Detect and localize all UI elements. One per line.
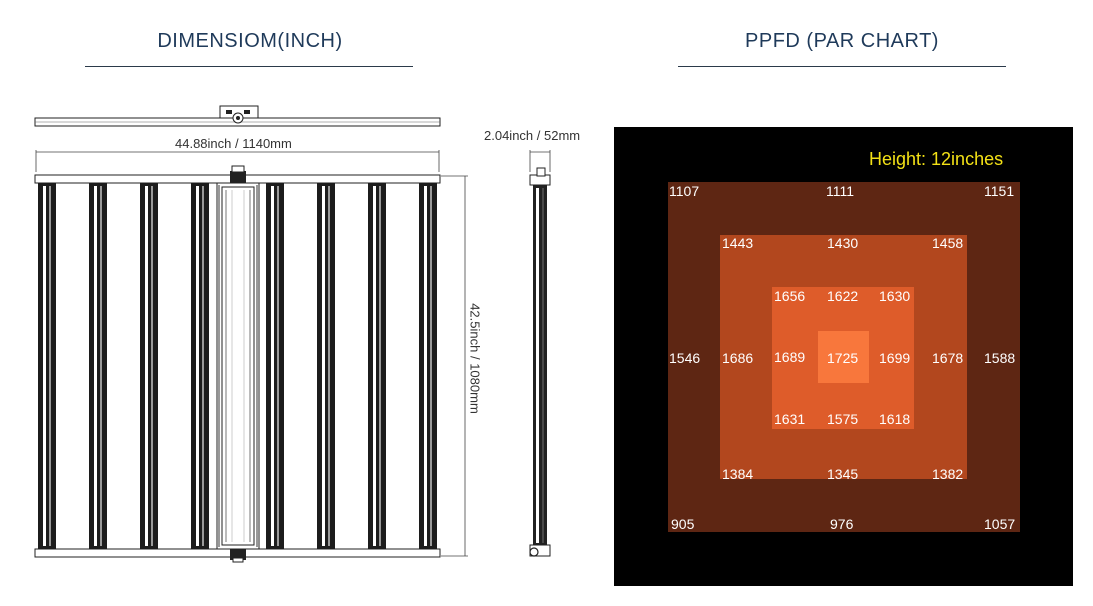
par-value: 1430	[827, 235, 859, 251]
dimension-title-underline	[85, 66, 413, 67]
ppfd-title: PPFD (PAR CHART)	[745, 30, 939, 52]
mounting-height-label: Height: 12inches	[869, 149, 1004, 169]
par-zone-center	[818, 331, 869, 383]
light-bars	[38, 183, 437, 549]
par-value: 1443	[722, 235, 754, 251]
par-value: 1622	[827, 288, 859, 304]
par-value: 1057	[984, 516, 1016, 532]
front-view-fixture	[34, 165, 441, 563]
par-value: 1384	[722, 466, 754, 482]
par-value: 976	[830, 516, 854, 532]
par-value: 1631	[774, 411, 806, 427]
width-dimension-line	[35, 150, 440, 172]
par-value: 1618	[879, 411, 911, 427]
height-dimension-line	[441, 175, 468, 557]
par-value: 1458	[932, 235, 964, 251]
par-value-center: 1725	[827, 350, 859, 366]
par-value: 1699	[879, 350, 911, 366]
par-value: 905	[671, 516, 695, 532]
par-value: 1678	[932, 350, 964, 366]
par-value: 1151	[984, 183, 1015, 199]
par-value: 1689	[774, 349, 806, 365]
light-bar	[191, 183, 209, 549]
light-bar	[317, 183, 335, 549]
light-bar	[368, 183, 386, 549]
light-bar	[89, 183, 107, 549]
par-value: 1345	[827, 466, 859, 482]
height-dimension-label: 42.5inch / 1080mm	[467, 303, 483, 414]
light-bar	[38, 183, 56, 549]
par-value: 1107	[669, 183, 700, 199]
light-bar	[266, 183, 284, 549]
top-view-bar	[34, 105, 441, 127]
width-dimension-label: 44.88inch / 1140mm	[175, 136, 292, 151]
par-value: 1546	[669, 350, 701, 366]
par-value: 1630	[879, 288, 911, 304]
depth-dimension-label: 2.04inch / 52mm	[484, 128, 581, 143]
side-view-fixture	[529, 150, 551, 557]
par-value: 1575	[827, 411, 859, 427]
light-bar	[419, 183, 437, 549]
par-value: 1382	[932, 466, 964, 482]
par-value: 1588	[984, 350, 1016, 366]
par-value: 1111	[826, 183, 855, 199]
dimension-title: DIMENSIOM(INCH)	[157, 30, 343, 52]
light-bar	[140, 183, 158, 549]
par-value: 1686	[722, 350, 754, 366]
dimension-drawing	[34, 105, 551, 563]
par-value: 1656	[774, 288, 806, 304]
ppfd-title-underline	[678, 66, 1006, 67]
